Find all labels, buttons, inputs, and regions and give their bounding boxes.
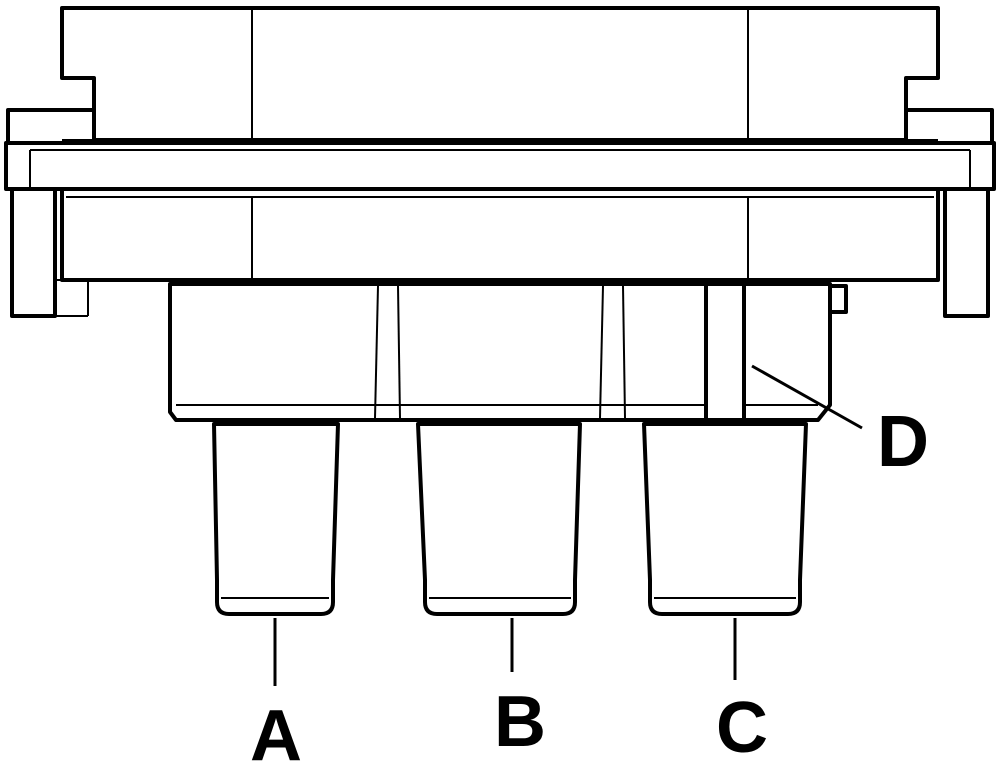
label-a: A (250, 696, 302, 766)
connector-c (642, 422, 808, 616)
label-b: B (494, 682, 546, 762)
flange (4, 139, 996, 191)
label-d: D (877, 402, 929, 482)
terminal-block (168, 282, 848, 422)
leader-d (751, 364, 863, 430)
label-c: C (716, 688, 768, 766)
tab-d (704, 282, 746, 422)
left-ear (6, 108, 96, 318)
lower-body (60, 187, 940, 282)
top-housing (60, 6, 940, 142)
connector-b (416, 422, 582, 616)
leader-lines (273, 364, 863, 686)
connector-a (212, 422, 340, 616)
